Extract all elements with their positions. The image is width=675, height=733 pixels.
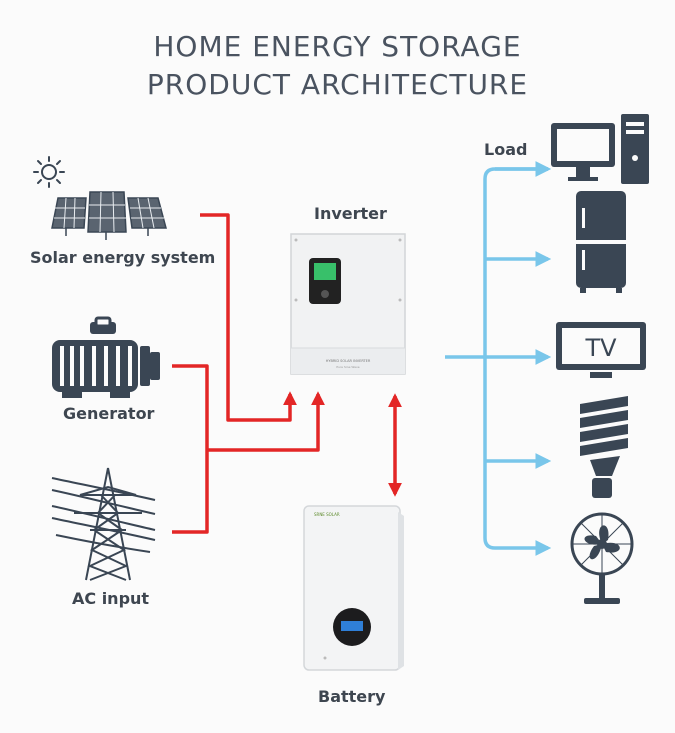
generator-label: Generator bbox=[63, 404, 155, 423]
battery-device: SRNE SOLAR bbox=[303, 505, 404, 671]
inverter-device: HYBRID SOLAR INVERTER Pure Sine Wave bbox=[290, 233, 406, 375]
computer-icon bbox=[551, 114, 649, 184]
fan-icon bbox=[570, 512, 634, 604]
battery-label: Battery bbox=[318, 687, 386, 706]
load-bus-line bbox=[483, 167, 552, 556]
load-lines bbox=[445, 161, 552, 556]
solar-to-inverter-line bbox=[200, 213, 297, 422]
load-label: Load bbox=[484, 140, 528, 159]
gen-ac-to-inverter-line bbox=[207, 391, 325, 452]
generator-icon bbox=[52, 316, 160, 398]
power-lines bbox=[172, 213, 402, 534]
tv-screen-text: TV bbox=[584, 334, 617, 362]
inverter-label: Inverter bbox=[314, 204, 387, 223]
generator-line bbox=[172, 364, 209, 534]
light-bulb-icon bbox=[580, 396, 628, 498]
solar-panel-icon bbox=[51, 191, 167, 240]
tv-icon: TV bbox=[556, 322, 646, 378]
ac-input-label: AC input bbox=[72, 589, 150, 608]
inverter-panel-text: HYBRID SOLAR INVERTER bbox=[326, 359, 371, 363]
power-tower-icon bbox=[51, 467, 156, 581]
sun-icon bbox=[33, 156, 65, 188]
battery-brand: SRNE SOLAR bbox=[314, 512, 340, 517]
title-line-2: PRODUCT ARCHITECTURE bbox=[146, 68, 529, 101]
inverter-panel-subtext: Pure Sine Wave bbox=[336, 365, 359, 369]
title-line-1: HOME ENERGY STORAGE bbox=[153, 30, 522, 63]
solar-label: Solar energy system bbox=[30, 248, 216, 267]
refrigerator-icon bbox=[576, 191, 626, 293]
